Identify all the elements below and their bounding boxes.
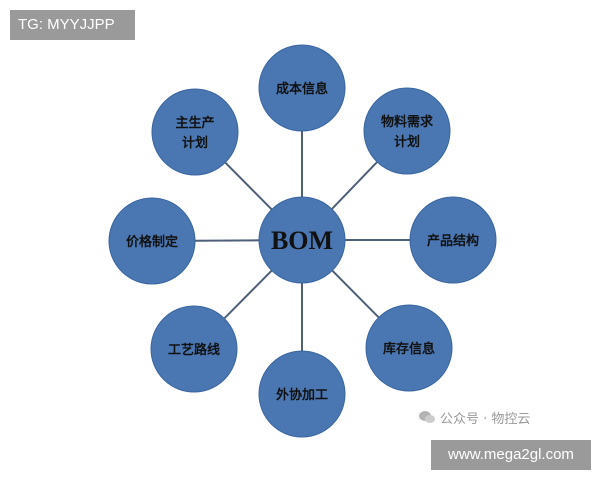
node-label-material-requirements-plan: 物料需求 <box>381 114 434 130</box>
node-pricing: 价格制定 <box>108 197 196 285</box>
watermark-tag: TG: MYYJJPP <box>10 10 135 40</box>
node-outsourcing: 外协加工 <box>258 350 346 438</box>
url-watermark: www.mega2gl.com <box>431 440 591 470</box>
node-inventory-info: 库存信息 <box>365 304 453 392</box>
connector-master-production-plan <box>224 161 273 211</box>
node-circle-master-production-plan <box>151 88 239 176</box>
node-label-process-routing: 工艺路线 <box>168 342 220 358</box>
node-circle-process-routing <box>150 305 238 393</box>
wechat-icon <box>419 411 435 423</box>
node-label-product-structure: 产品结构 <box>427 233 479 249</box>
node-circle-cost-info <box>258 44 346 132</box>
hub-label: BOM <box>271 226 333 255</box>
node-product-structure: 产品结构 <box>409 196 497 284</box>
connector-inventory-info <box>331 269 380 319</box>
node-circle-outsourcing <box>258 350 346 438</box>
node-circle-pricing <box>108 197 196 285</box>
node-label-pricing: 价格制定 <box>126 234 178 250</box>
wechat-attribution: 公众号 · 物控云 <box>418 407 530 427</box>
connector-material-requirements-plan <box>331 161 378 210</box>
connector-process-routing <box>223 269 273 320</box>
node-label-master-production-plan: 计划 <box>182 135 208 151</box>
hub-node: BOM <box>258 196 346 284</box>
node-process-routing: 工艺路线 <box>150 305 238 393</box>
node-circle-product-structure <box>409 196 497 284</box>
node-circle-inventory-info <box>365 304 453 392</box>
node-label-material-requirements-plan: 计划 <box>394 134 420 150</box>
wechat-text: 公众号 · 物控云 <box>440 411 531 427</box>
hub-circle <box>258 196 346 284</box>
node-cost-info: 成本信息 <box>258 44 346 132</box>
node-label-outsourcing: 外协加工 <box>275 387 328 403</box>
node-label-inventory-info: 库存信息 <box>383 341 435 357</box>
node-circle-material-requirements-plan <box>363 87 451 175</box>
node-label-master-production-plan: 主生产 <box>175 115 214 131</box>
node-label-cost-info: 成本信息 <box>276 81 328 97</box>
connectors <box>194 131 410 351</box>
